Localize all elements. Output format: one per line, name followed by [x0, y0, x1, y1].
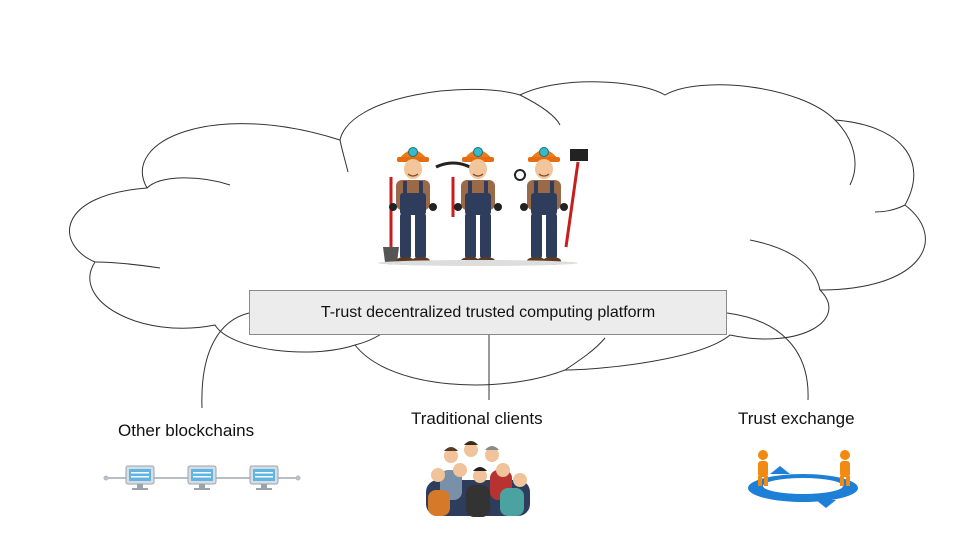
connectors — [201, 312, 809, 409]
node-label-trust-exchange: Trust exchange — [738, 409, 855, 428]
miner-workers-icon — [378, 146, 588, 266]
connector-blockchains — [201, 312, 250, 409]
node-label-other-blockchains: Other blockchains — [118, 421, 255, 440]
cloud-outline — [69, 81, 926, 386]
server-chain-icon — [103, 465, 301, 491]
platform-label: T-rust decentralized trusted computing p… — [320, 303, 656, 321]
platform-box: T-rust decentralized trusted computing p… — [249, 290, 727, 335]
people-group-icon — [426, 441, 530, 517]
connector-exchange — [726, 312, 809, 401]
exchange-cycle-icon — [748, 450, 858, 508]
node-label-traditional-clients: Traditional clients — [411, 409, 543, 428]
